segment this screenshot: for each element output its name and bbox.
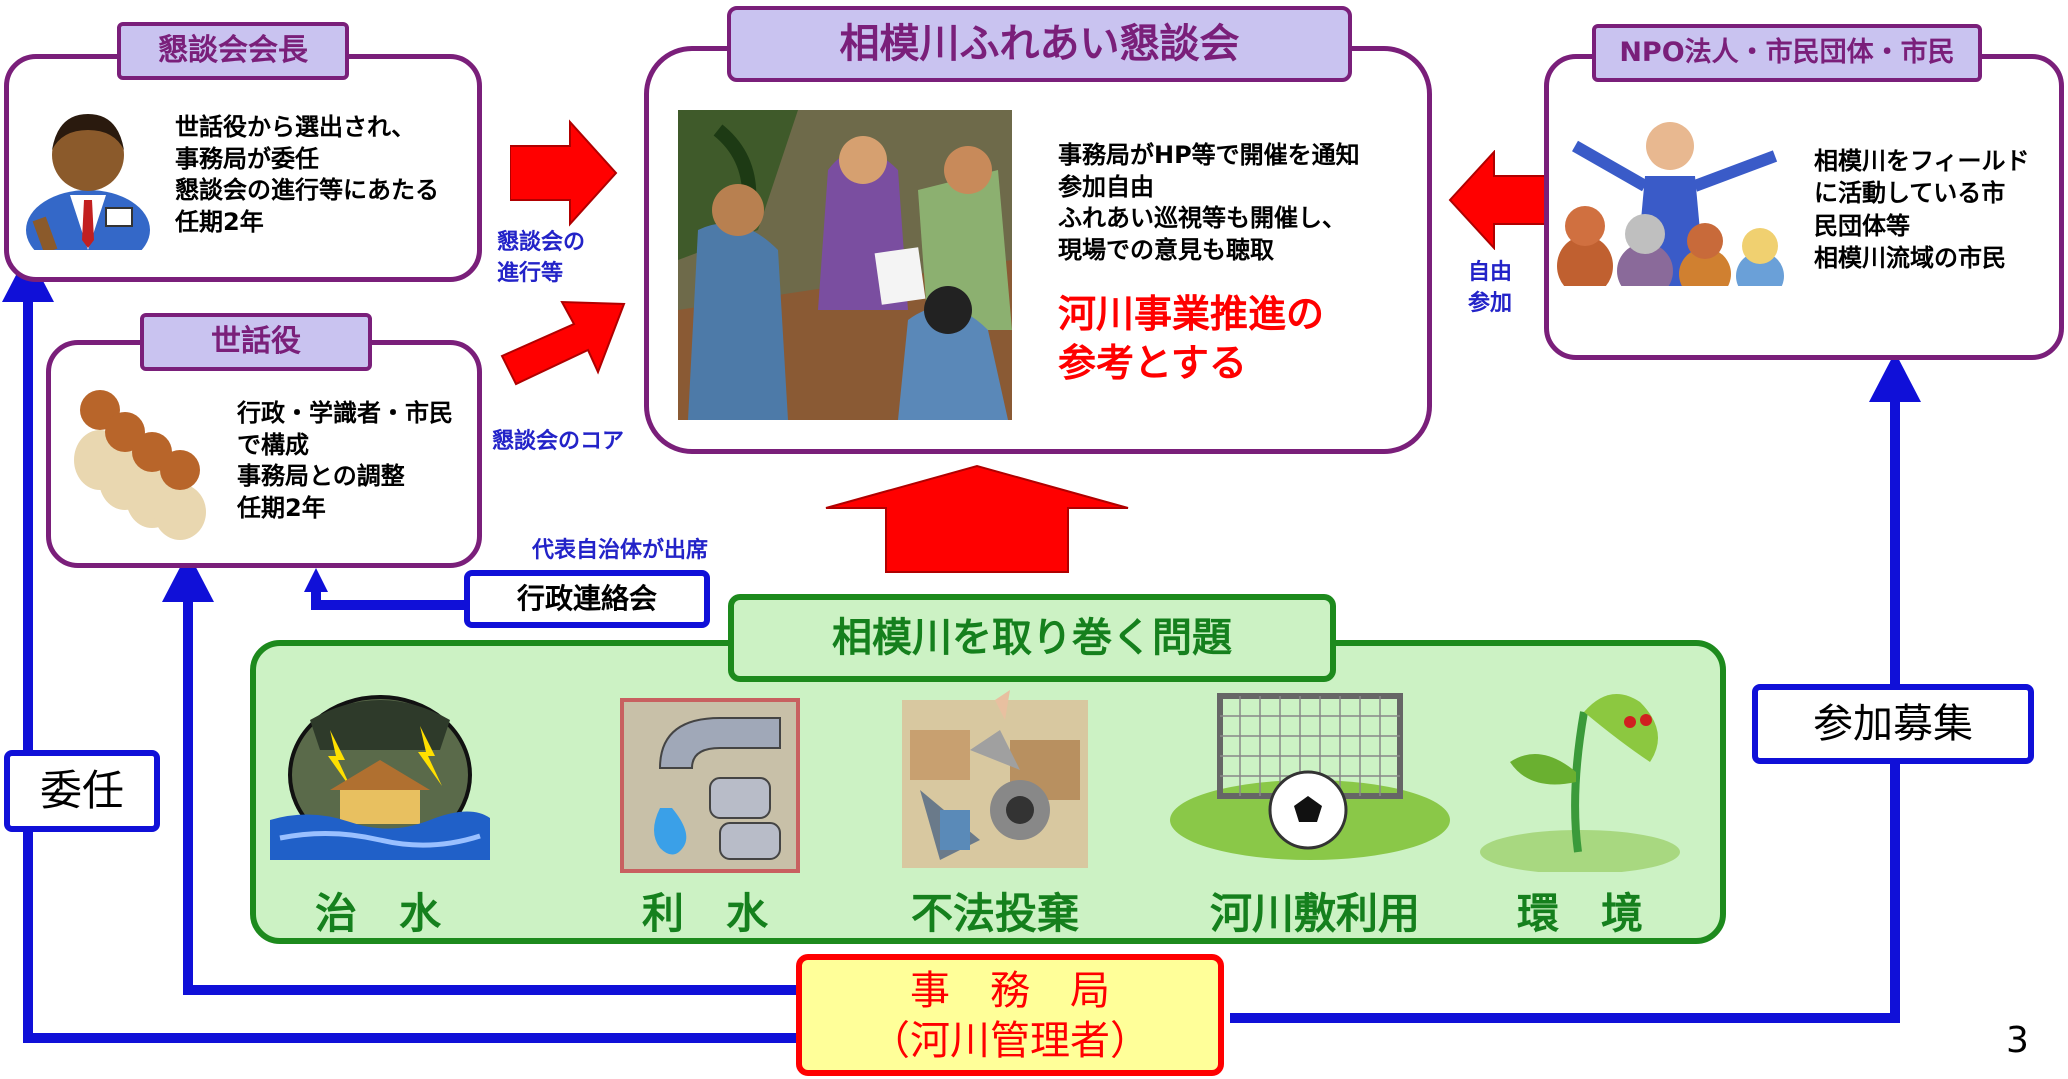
dumping-icon [902,690,1088,868]
sewayaku-line: 事務局との調整 [237,462,405,491]
chair-line: 世話役から選出され、 [175,113,416,141]
npo-tab: NPO法人・市民団体・市民 [1592,24,1982,82]
secretariat-box: 事 務 局 （河川管理者） [796,954,1224,1076]
chair-line: 事務局が委任 [175,144,319,173]
soccer-goal-icon [1170,693,1450,860]
main-line: 現場での意見も聴取 [1058,236,1274,265]
arrow-label-core: 懇談会のコア [492,429,625,454]
liaison-box: 行政連絡会 [464,570,710,628]
issue-label-dumping: 不法投棄 [910,889,1079,938]
arrow-label-free: 自由 参加 [1468,260,1513,316]
red-arrow-progress [510,119,618,227]
page-number: 3 [2006,1020,2029,1061]
recruit-box: 参加募集 [1752,684,2034,764]
faucet-icon [620,698,800,873]
delegation-box: 委任 [4,750,160,832]
sewayaku-tab: 世話役 [140,313,372,371]
issue-label-water-use: 利 水 [641,889,768,938]
npo-description: 相模川をフィールド に活動している市 民団体等 相模川流域の市民 [1814,145,2030,275]
sewayaku-line: 行政・学識者・市民 [237,399,453,427]
sewayaku-line: で構成 [237,430,309,459]
red-arrow-free [1448,150,1547,250]
sprout-icon [1480,694,1680,872]
npo-line: 民団体等 [1814,211,1910,240]
chair-tab: 懇談会会長 [117,22,349,80]
group-people-icon [74,390,206,540]
npo-line: に活動している市 [1814,179,2006,208]
main-line: ふれあい巡視等も開催し、 [1058,204,1346,233]
main-line: 事務局がHP等で開催を通知 [1058,141,1360,169]
main-title-tab: 相模川ふれあい懇談会 [727,6,1352,82]
sewayaku-description: 行政・学識者・市民 で構成 事務局との調整 任期2年 [237,398,453,525]
arrow-label-progress: 懇談会の 進行等 [497,230,586,286]
municipal-note: 代表自治体が出席 [532,538,709,563]
sewayaku-line: 任期2年 [237,494,326,523]
npo-line: 相模川流域の市民 [1814,244,2006,273]
main-description: 事務局がHP等で開催を通知 参加自由 ふれあい巡視等も開催し、 現場での意見も聴… [1058,140,1360,267]
highlight-line: 河川事業推進の [1058,292,1325,336]
flood-icon [270,695,490,860]
secretariat-subtitle: （河川管理者） [870,1018,1150,1064]
issue-label-riverbed: 河川敷利用 [1209,889,1420,938]
secretariat-title: 事 務 局 [910,968,1110,1014]
issues-title-box: 相模川を取り巻く問題 [728,594,1336,682]
issue-label-flood: 治 水 [314,889,441,938]
chair-description: 世話役から選出され、 事務局が委任 懇談会の進行等にあたる 任期2年 [175,112,439,239]
issue-label-environment: 環 境 [1516,889,1643,938]
chair-line: 懇談会の進行等にあたる [175,176,439,205]
chair-line: 任期2年 [175,208,264,237]
npo-box [1544,54,2064,360]
npo-line: 相模川をフィールド [1814,147,2030,175]
main-line: 参加自由 [1058,172,1154,201]
meeting-illustration [678,110,1012,420]
citizens-icon [1557,122,1784,286]
red-arrow-up [825,464,1129,573]
highlight-line: 参考とする [1058,341,1247,386]
red-arrow-core [500,300,626,386]
sewayaku-box [46,340,482,568]
businessman-icon [26,114,150,250]
main-highlight: 河川事業推進の 参考とする [1058,290,1324,389]
